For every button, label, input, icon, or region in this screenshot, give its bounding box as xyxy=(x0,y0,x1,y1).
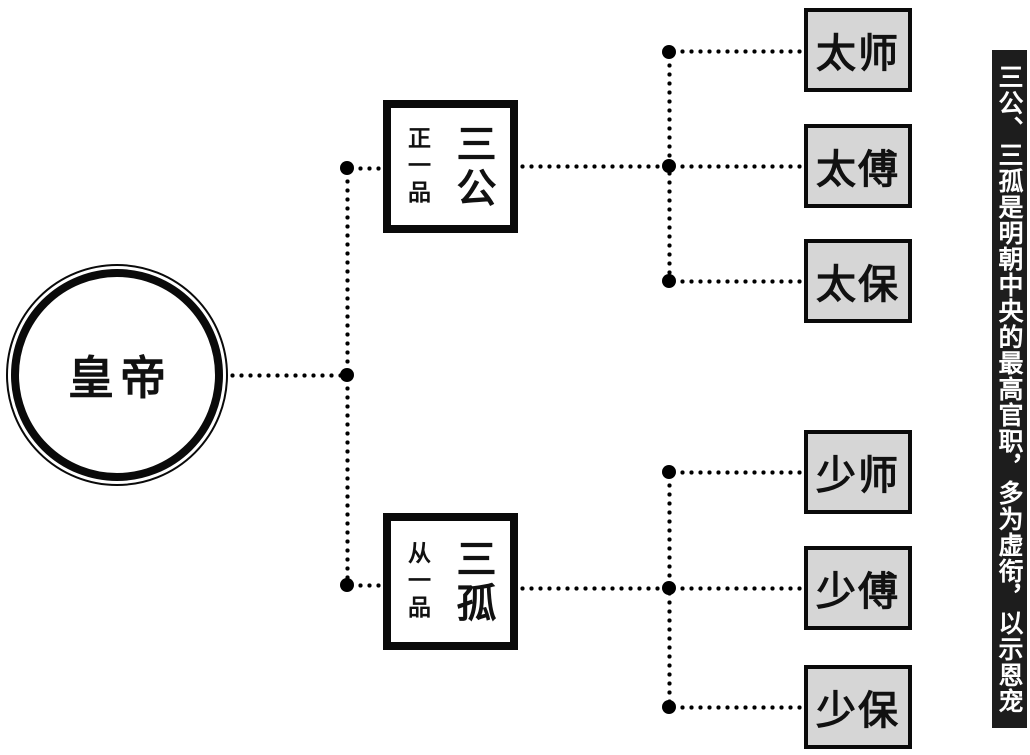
junction-dot xyxy=(340,578,354,592)
office-label: 太保 xyxy=(816,261,900,308)
connector-shaobao xyxy=(669,705,804,710)
office-label: 少傅 xyxy=(816,568,900,615)
connector-taishi xyxy=(669,49,804,54)
connector-sangu-stub xyxy=(347,583,383,588)
office-label: 太师 xyxy=(816,30,900,77)
junction-dot xyxy=(340,368,354,382)
office-node-taibao: 太保 xyxy=(804,239,912,323)
junction-dot xyxy=(662,45,676,59)
office-node-taifu: 太傅 xyxy=(804,124,912,208)
connector-sangu-right xyxy=(518,586,669,591)
office-node-taishi: 太师 xyxy=(804,8,912,92)
office-label: 少师 xyxy=(816,452,900,499)
side-note-strip: 三公、三孤是明朝中央的最高官职，多为虚衔，以示恩宠 xyxy=(992,50,1027,728)
sangu-title: 三孤 xyxy=(449,537,497,626)
sangu-node: 从一品 三孤 xyxy=(383,513,518,650)
connector-sangong-stub xyxy=(347,166,383,171)
connector-emperor xyxy=(228,373,347,378)
emperor-node: 皇帝 xyxy=(6,264,228,486)
office-node-shaoshi: 少师 xyxy=(804,430,912,514)
connector-shaoshi xyxy=(669,470,804,475)
junction-dot xyxy=(340,161,354,175)
office-node-shaobao: 少保 xyxy=(804,665,912,749)
sangong-title: 三公 xyxy=(449,122,497,211)
junction-dot xyxy=(662,581,676,595)
connector-taibao xyxy=(669,279,804,284)
sangong-rank: 正一品 xyxy=(403,126,431,207)
emperor-label: 皇帝 xyxy=(68,351,172,405)
emperor-inner-ring: 皇帝 xyxy=(11,269,223,481)
sangong-node: 正一品 三公 xyxy=(383,100,518,233)
side-note-text: 三公、三孤是明朝中央的最高官职，多为虚衔，以示恩宠 xyxy=(995,64,1024,714)
office-label: 太傅 xyxy=(816,146,900,193)
junction-dot xyxy=(662,274,676,288)
connector-taifu xyxy=(669,164,804,169)
junction-dot xyxy=(662,159,676,173)
connector-shaofu xyxy=(669,586,804,591)
sangu-rank: 从一品 xyxy=(403,541,431,622)
junction-dot xyxy=(662,700,676,714)
office-label: 少保 xyxy=(816,687,900,734)
junction-dot xyxy=(662,465,676,479)
office-node-shaofu: 少傅 xyxy=(804,546,912,630)
connector-sangong-right xyxy=(518,164,669,169)
